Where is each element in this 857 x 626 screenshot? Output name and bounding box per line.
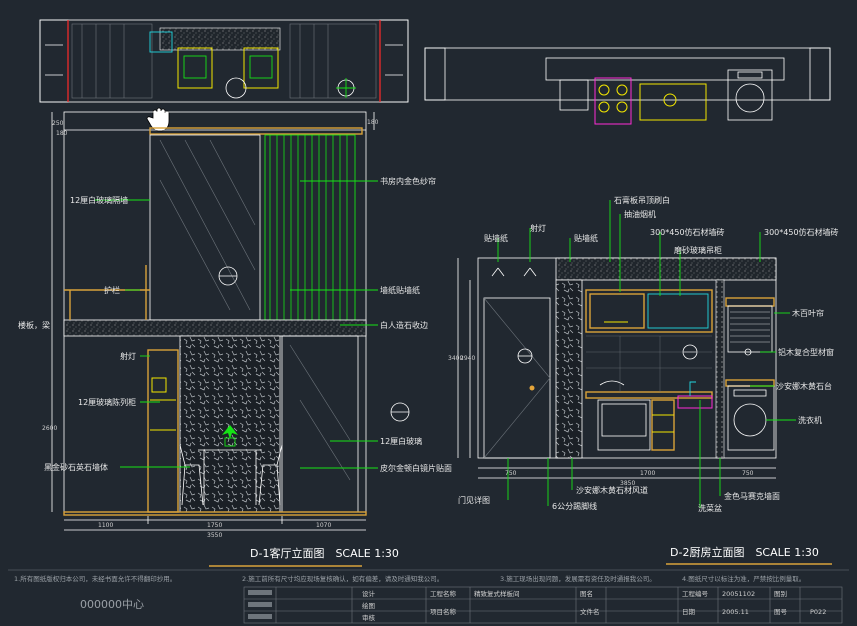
k-label-shelf-b: 沙安娜木黄石台 xyxy=(776,381,832,391)
tb-proj-no-value: 20051102 xyxy=(722,590,755,598)
k-label-tile-a: 300*450仿石材墙砖 xyxy=(650,227,725,237)
tb-proj-no-label: 工程编号 xyxy=(682,589,709,598)
k-label-screen: 沙安娜木黄石材风道 xyxy=(576,485,648,495)
tb-check: 审核 xyxy=(362,613,376,622)
k-label-door: 门见详图 xyxy=(458,495,490,505)
tb-date-value: 2005.11 xyxy=(722,608,749,616)
kitchen-plan xyxy=(424,47,831,125)
drawing1-title: D-1客厅立面图 SCALE 1:30 xyxy=(250,546,399,560)
k-label-hood: 抽油烟机 xyxy=(624,209,656,219)
label-wallpaper: 墙纸贴墙纸 xyxy=(380,285,420,295)
k-label-wallpaper-r: 贴墙纸 xyxy=(574,233,598,243)
label-spotlight: 射灯 xyxy=(120,351,136,361)
kitchen-labels: 贴墙纸 射灯 贴墙纸 石膏板吊顶刷白 抽油烟机 300*450仿石材墙砖 磨砂玻… xyxy=(448,195,839,559)
label-stairs: 楼板，梁 xyxy=(18,320,50,330)
living-room-plan xyxy=(39,19,409,103)
note-4: 4.图纸尺寸以标注为准，严禁按比例量取。 xyxy=(682,574,805,583)
drawing2-title: D-2厨房立面图 SCALE 1:30 xyxy=(670,545,819,559)
tb-project-name-value: 精致复式样板间 xyxy=(474,589,520,598)
living-room-elevation xyxy=(51,111,410,567)
k-label-blinds: 木百叶帘 xyxy=(792,308,824,318)
label-rail: 护栏 xyxy=(104,285,120,295)
dim-top1: 250 xyxy=(52,120,64,127)
tb-file-label: 文件名 xyxy=(580,607,600,616)
k-label-washer: 洗衣机 xyxy=(798,415,822,425)
dim-height: 2600 xyxy=(42,425,57,432)
kitchen-elevation xyxy=(457,200,832,565)
tb-item-name-label: 项目名称 xyxy=(430,607,457,616)
dim-top2: 180 xyxy=(56,130,68,137)
tb-draw: 绘图 xyxy=(362,601,375,610)
living-room-labels: 12厘白玻璃隔墙 护栏 楼板，梁 射灯 12厘玻璃陈列柜 黑金砂石英石墙体 书房… xyxy=(18,119,452,560)
tb-drawing-label: 图名 xyxy=(580,589,593,598)
k-label-mosaic: 金色马赛克墙面 xyxy=(724,491,780,501)
dim-right: 180 xyxy=(367,119,379,126)
dim-d1: 1100 xyxy=(98,522,113,529)
k-label-glass-cabinet: 磨砂玻璃吊柜 xyxy=(674,245,722,255)
dim-total: 3550 xyxy=(207,532,222,539)
k-label-edge: 6公分踢脚线 xyxy=(552,501,597,511)
k-dim-total: 3850 xyxy=(620,480,635,487)
company-name: 000000中心 xyxy=(80,598,144,611)
note-1: 1.所有图纸版权归本公司，未经书面允许不得翻印抄用。 xyxy=(14,574,176,583)
k-label-shelf-a: 铝木复合型材窗 xyxy=(778,347,834,357)
label-glass-partition: 12厘白玻璃隔墙 xyxy=(70,195,128,205)
note-2: 2.施工前所有尺寸均应现场复核确认，如有偏差，请及时通知我公司。 xyxy=(242,574,443,583)
tb-design: 设计 xyxy=(362,589,376,598)
k-dim-h1: 3400 xyxy=(448,355,463,362)
k-dim-h2: 2940 xyxy=(460,355,475,362)
dim-d2: 1750 xyxy=(207,522,222,529)
tb-project-name-label: 工程名称 xyxy=(430,589,457,598)
k-dim-d2: 1700 xyxy=(640,470,655,477)
k-label-gypsum: 石膏板吊顶刷白 xyxy=(614,195,670,205)
tb-sheet-label: 图别 xyxy=(774,589,787,598)
k-label-spotlight: 射灯 xyxy=(530,223,546,233)
label-shelf: 12厘玻璃陈列柜 xyxy=(78,397,136,407)
k-label-wallpaper-l: 贴墙纸 xyxy=(484,233,508,243)
tb-date-label: 日期 xyxy=(682,608,696,616)
k-dim-d3: 750 xyxy=(742,470,754,477)
label-stone-wall: 黑金砂石英石墙体 xyxy=(44,462,108,472)
k-label-tile-b: 300*450仿石材墙砖 xyxy=(764,227,839,237)
hand-cursor-icon xyxy=(146,107,170,132)
label-stone-edge: 白人造石收边 xyxy=(380,320,428,330)
title-block: 000000中心 设计 绘图 审核 工程名称 精致复式样板间 项目名称 图名 文… xyxy=(80,586,843,624)
label-white-glass: 12厘白玻璃 xyxy=(380,436,422,446)
tb-sheet-no-value: P022 xyxy=(810,608,826,616)
notes-row: 1.所有图纸版权归本公司，未经书面允许不得翻印抄用。 2.施工前所有尺寸均应现场… xyxy=(8,569,849,583)
label-curtain: 书房内金色纱帘 xyxy=(380,176,436,186)
tb-sheet-no-label: 图号 xyxy=(774,608,788,616)
note-3: 3.施工现场出现问题，发展需有资任及时通报我公司。 xyxy=(500,574,656,583)
k-dim-d1: 750 xyxy=(505,470,517,477)
label-mirror: 皮尔金顿白镜片贴面 xyxy=(380,463,452,473)
k-label-sink: 洗菜盆 xyxy=(698,503,722,513)
dim-d3: 1070 xyxy=(316,522,331,529)
